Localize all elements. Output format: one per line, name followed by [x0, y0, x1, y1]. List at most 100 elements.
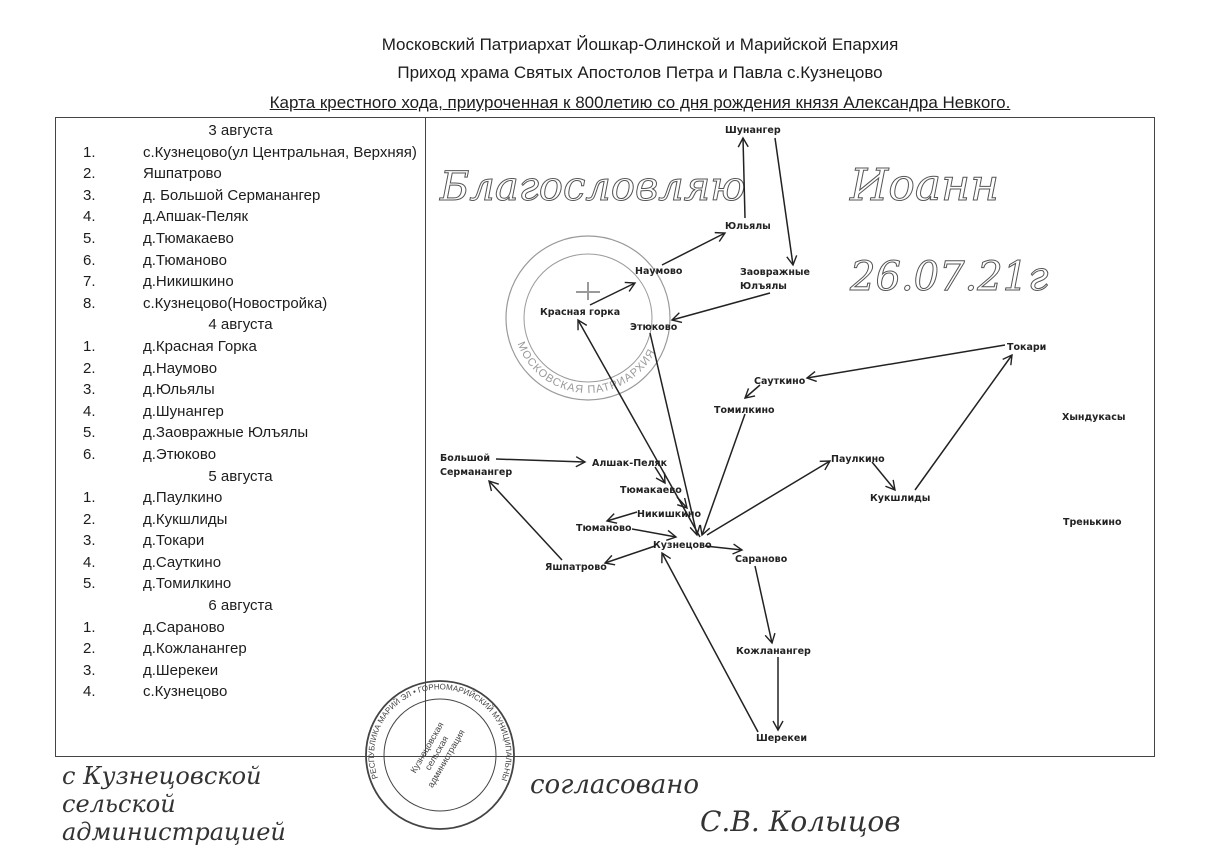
label-tyumakaevo: Тюмакаево — [620, 485, 682, 496]
column-divider — [425, 117, 426, 757]
list-item: 1.с.Кузнецово(ул Центральная, Верхняя) — [58, 142, 423, 164]
list-item: 3.д. Большой Серманангер — [58, 185, 423, 207]
list-item: 2. Яшпатрово — [58, 163, 423, 185]
label-saranovo: Сараново — [735, 554, 788, 565]
header-line-1: Московский Патриархат Йошкар-Олинской и … — [381, 35, 899, 54]
label-naumovo: Наумово — [635, 266, 683, 277]
header-line-2: Приход храма Святых Апостолов Петра и Па… — [397, 63, 883, 82]
item-number: 4. — [83, 402, 96, 420]
item-place: с.Кузнецово — [143, 683, 228, 701]
route-arrow — [743, 384, 761, 399]
item-place: д.Кожланангер — [143, 640, 247, 658]
route-arrow — [577, 318, 701, 538]
item-number: 2. — [83, 640, 96, 658]
item-number: 3. — [83, 381, 96, 399]
list-item: 3.д.Токари — [58, 530, 423, 552]
item-place: д. Большой Серманангер — [143, 186, 321, 204]
route-arrow — [631, 528, 678, 541]
item-number: 1. — [83, 143, 96, 161]
route-arrow — [704, 543, 744, 555]
item-number: 4. — [83, 208, 96, 226]
item-place: д.Заовражные Юлъялы — [143, 424, 309, 442]
map-labels: Шунангер Юльялы Наумово Заовражные Юлъял… — [440, 125, 1125, 744]
label-yashpatrovo: Яшпатрово — [545, 562, 607, 573]
item-place: д.Кукшлиды — [143, 510, 228, 528]
item-place: д.Тюманово — [143, 251, 227, 269]
svg-text:26.07.21г: 26.07.21г — [849, 254, 1048, 300]
list-item: 1.д.Сараново — [58, 617, 423, 639]
item-number: 5. — [83, 229, 96, 247]
route-arrow — [654, 466, 666, 485]
item-number: 4. — [83, 553, 96, 571]
list-item: 2. д.Кукшлиды — [58, 509, 423, 531]
label-zaovrazhnye: Заовражные — [740, 267, 810, 278]
svg-text:РЕСПУБЛИКА МАРИЙ ЭЛ • ГОРНОМАР: РЕСПУБЛИКА МАРИЙ ЭЛ • ГОРНОМАРИЙСКИЙ МУН… — [0, 0, 513, 782]
route-arrow — [754, 565, 776, 645]
label-sautkino: Сауткино — [754, 376, 806, 387]
label-bolshoy: Большой — [440, 453, 490, 464]
item-place: д.Апшак-Пеляк — [143, 208, 249, 226]
label-trenkino: Тренькино — [1063, 517, 1122, 528]
item-number: 1. — [83, 489, 96, 507]
route-arrow — [589, 281, 637, 306]
item-place: д.Наумово — [143, 359, 218, 377]
route-arrow — [914, 353, 1013, 491]
item-place: д.Красная Горка — [143, 337, 257, 355]
list-item: 5. д.Заовражные Юлъялы — [58, 422, 423, 444]
route-arrow — [661, 551, 759, 733]
list-item: 4.д.Шунангер — [58, 401, 423, 423]
item-number: 1. — [83, 337, 96, 355]
table-frame — [55, 117, 1155, 757]
list-item: 3.д.Юльялы — [58, 379, 423, 401]
item-place: д.Тюмакаево — [143, 229, 234, 247]
item-number: 2. — [83, 165, 96, 183]
label-nikishkino: Никишкино — [637, 509, 701, 520]
item-place: Яшпатрово — [143, 165, 222, 183]
handwritten-signer: С.В. Колыцов — [700, 805, 901, 838]
route-arrow — [605, 511, 638, 524]
document-title: Карта крестного хода, приуроченная к 800… — [269, 93, 1011, 112]
item-number: 8. — [83, 294, 96, 312]
item-number: 5. — [83, 424, 96, 442]
label-kozhlananger: Кожланангер — [736, 646, 811, 657]
list-item: 3. д.Шерекеи — [58, 660, 423, 682]
route-arrow — [699, 413, 746, 537]
route-arrow — [495, 456, 587, 468]
svg-text:МОСКОВСКАЯ ПАТРИАРХИЯ: МОСКОВСКАЯ ПАТРИАРХИЯ — [515, 340, 658, 396]
list-item: 6.д.Тюманово — [58, 250, 423, 272]
list-item: 7.д.Никишкино — [58, 271, 423, 293]
item-place: д.Токари — [143, 532, 205, 550]
label-paulkino: Паулкино — [831, 454, 885, 465]
day-heading: 4 августа — [208, 316, 273, 334]
label-tokari: Токари — [1007, 342, 1046, 353]
list-item: 8. с.Кузнецово(Новостройка) — [58, 293, 423, 315]
route-arrow — [649, 332, 701, 537]
item-number: 3. — [83, 661, 96, 679]
item-number: 2. — [83, 510, 96, 528]
item-place: д.Сараново — [143, 618, 225, 636]
label-yulyaly: Юльялы — [725, 221, 771, 232]
day-heading: 5 августа — [208, 467, 273, 485]
list-item: 6.д.Этюково — [58, 444, 423, 466]
label-alshak-pelyak: Алшак-Пеляк — [592, 458, 668, 469]
route-arrow — [676, 496, 688, 510]
item-place: с.Кузнецово(Новостройка) — [143, 294, 328, 312]
list-item: 5. д.Тюмакаево — [58, 228, 423, 250]
item-place: д.Сауткино — [143, 553, 222, 571]
label-tomilkino: Томилкино — [714, 405, 775, 416]
route-arrow — [488, 479, 563, 561]
list-item: 2. д.Наумово — [58, 358, 423, 380]
list-item: 1. д.Паулкино — [58, 487, 423, 509]
item-number: 7. — [83, 273, 96, 291]
item-place: д.Шерекеи — [143, 661, 219, 679]
label-kukshlidy: Кукшлиды — [870, 493, 930, 504]
route-arrow — [603, 545, 656, 566]
item-number: 2. — [83, 359, 96, 377]
item-place: д.Паулкино — [143, 489, 223, 507]
handwritten-blessing: Благословляю Иоанн 26.07.21г — [439, 160, 1049, 301]
list-item: 2. д.Кожланангер — [58, 638, 423, 660]
list-item: 1. д.Красная Горка — [58, 336, 423, 358]
label-zaovrazhnye-2: Юлъялы — [740, 281, 787, 292]
item-place: д.Томилкино — [143, 575, 232, 593]
